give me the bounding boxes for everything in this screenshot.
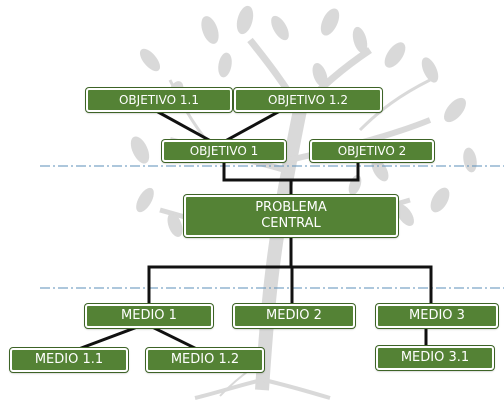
connector-obj12-obj1 <box>215 109 281 148</box>
node-medio-3: MEDIO 3 <box>376 304 498 328</box>
node-medio-3-1: MEDIO 3.1 <box>376 346 494 370</box>
node-medio-1-1: MEDIO 1.1 <box>10 348 128 372</box>
node-problema-central: PROBLEMA CENTRAL <box>184 195 398 237</box>
node-objetivo-1-1: OBJETIVO 1.1 <box>86 88 232 112</box>
node-objetivo-1-2: OBJETIVO 1.2 <box>234 88 382 112</box>
node-objetivo-2: OBJETIVO 2 <box>310 140 434 162</box>
node-medio-1-2: MEDIO 1.2 <box>146 348 264 372</box>
node-objetivo-1: OBJETIVO 1 <box>162 140 286 162</box>
node-medio-1: MEDIO 1 <box>85 304 213 328</box>
central-line-2: CENTRAL <box>261 216 321 231</box>
connector-obj11-obj1 <box>155 109 221 148</box>
node-medio-2: MEDIO 2 <box>233 304 355 328</box>
central-line-1: PROBLEMA <box>255 200 327 215</box>
